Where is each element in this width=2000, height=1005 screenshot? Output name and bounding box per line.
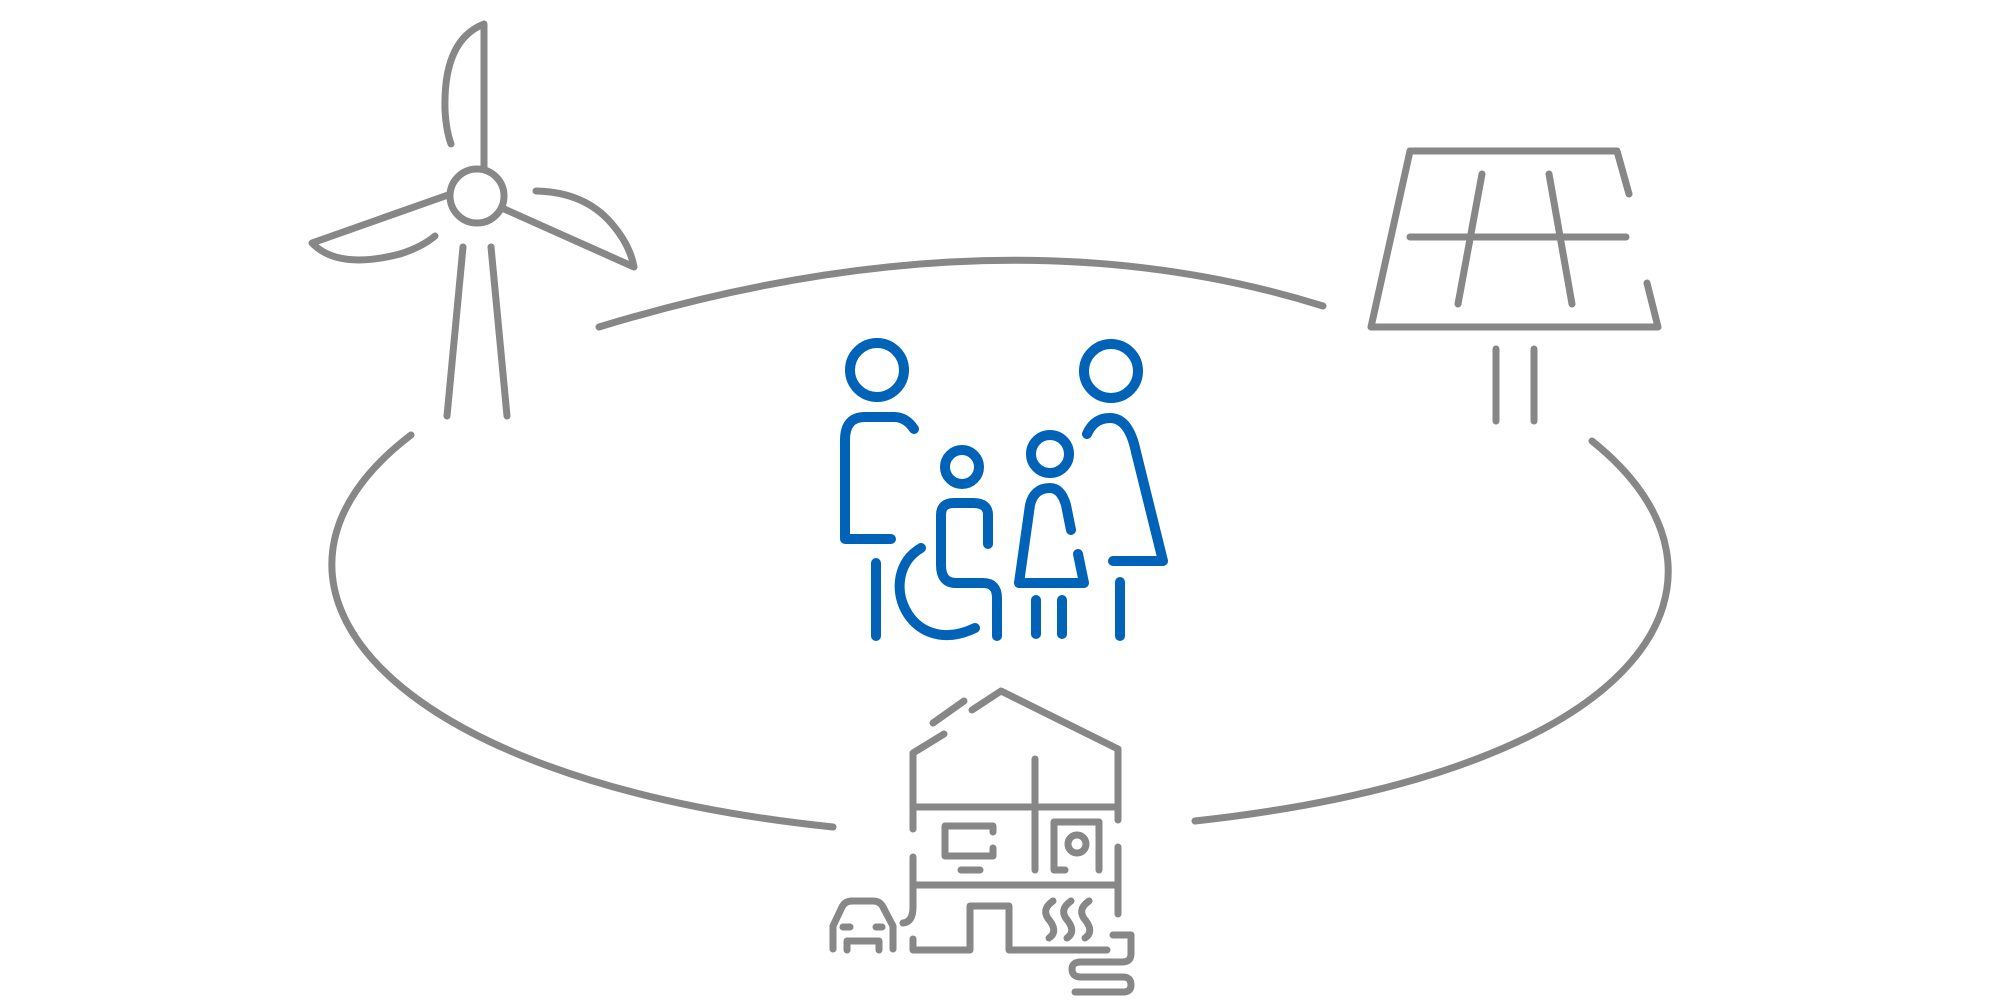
family-icon [840, 338, 1168, 641]
arc-solar-to-home [1191, 437, 1672, 825]
car-icon [829, 897, 897, 954]
solar-panel-icon [1367, 147, 1662, 425]
father-figure [840, 338, 919, 641]
daughter-figure [1014, 430, 1089, 639]
wind-turbine-icon [308, 20, 638, 420]
cycle-arcs [328, 256, 1672, 831]
child-wheelchair-figure [894, 445, 1002, 641]
arc-wind-to-solar [595, 256, 1327, 331]
arc-home-to-wind [328, 431, 837, 831]
smart-home-icon [829, 687, 1135, 996]
mother-figure [1079, 339, 1168, 641]
